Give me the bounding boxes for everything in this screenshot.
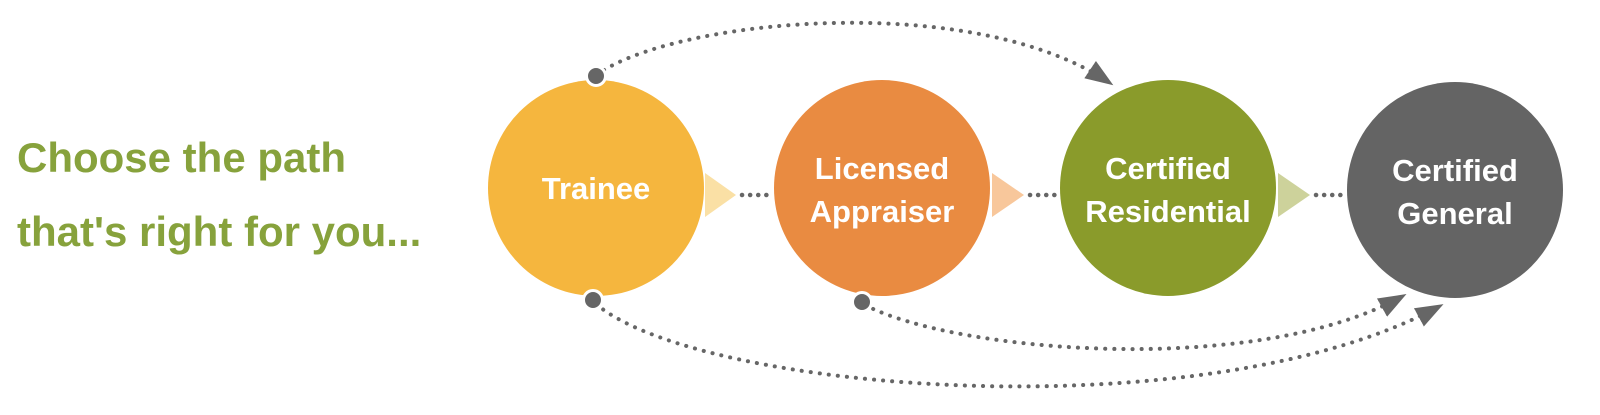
stage-certified-general: Certified General [1347,82,1563,298]
curve-licensed-to-certified-general [863,294,1407,352]
stage-certified-residential: Certified Residential [1060,80,1276,296]
stage-trainee: Trainee [488,80,704,296]
node-dot-trainee-bottom-icon [582,289,604,311]
headline-line1: Choose the path [17,134,346,181]
stage-certified-general-circle [1347,82,1563,298]
curve-trainee-to-certified-residential [602,20,1114,86]
stage-certified-residential-label-line1: Certified [1105,151,1231,186]
node-dot-trainee-top-icon [585,65,607,87]
stage-trainee-label: Trainee [542,171,651,206]
triangle-arrow-licensed-to-residential-icon [992,173,1024,217]
stage-licensed-appraiser: Licensed Appraiser [774,80,990,296]
stage-certified-general-label-line2: General [1397,196,1512,231]
stage-trainee-circle [488,80,704,296]
stage-licensed-appraiser-circle [774,80,990,296]
headline-line2: that's right for you... [17,208,421,255]
triangle-arrow-residential-to-general-icon [1278,173,1310,217]
triangle-arrow-trainee-to-licensed-icon [705,173,736,217]
stage-licensed-appraiser-label-line2: Appraiser [810,194,955,229]
stage-certified-residential-label-line2: Residential [1085,194,1250,229]
node-dot-licensed-bottom-icon [851,291,873,313]
stage-certified-residential-circle [1060,80,1276,296]
stage-licensed-appraiser-label-line1: Licensed [815,151,949,186]
stage-certified-general-label-line1: Certified [1392,153,1518,188]
curve-trainee-to-certified-general [594,302,1444,389]
